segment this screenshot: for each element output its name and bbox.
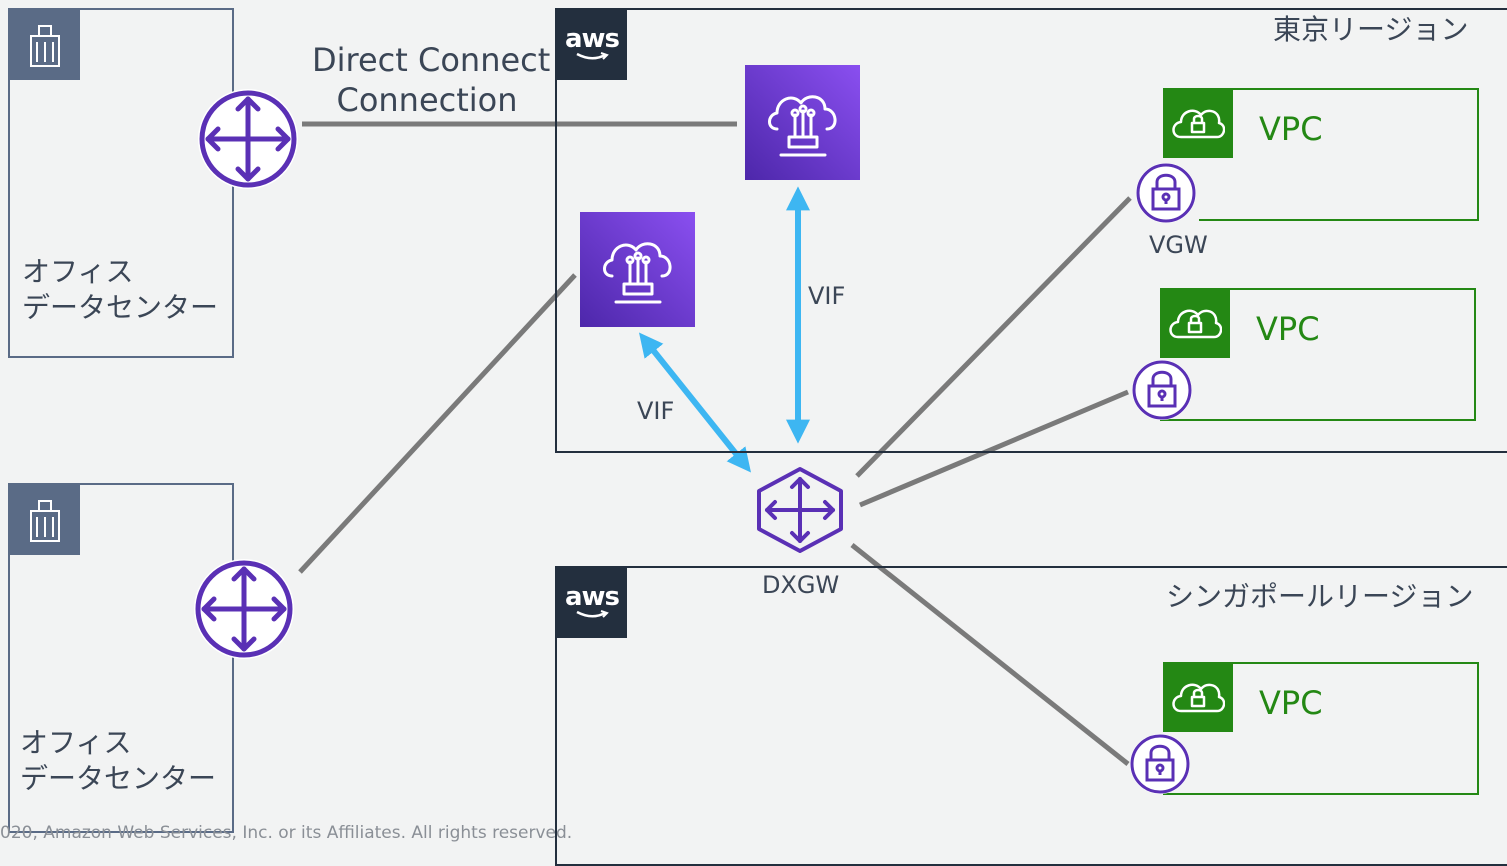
dxgw-label: DXGW <box>762 571 840 599</box>
singapore-region-label: シンガポールリージョン <box>1166 580 1474 613</box>
office-datacenter-1 <box>8 8 234 358</box>
tokyo-region-label: 東京リージョン <box>1273 13 1469 46</box>
dxgw-to-vgw2-line <box>859 389 1129 508</box>
direct-connect-icon <box>580 212 695 327</box>
datacenter-1-label-line2: データセンター <box>22 291 219 324</box>
vpc-2: VPC <box>1160 288 1476 421</box>
vgw-label: VGW <box>1149 231 1208 259</box>
vpc-cloud-icon <box>1163 88 1233 158</box>
vpc-1-label: VPC <box>1259 110 1323 148</box>
vif-arrow-1 <box>639 332 751 473</box>
datacenter-2-label-line2: データセンター <box>20 762 217 795</box>
building-icon <box>10 485 80 555</box>
vpc-cloud-icon <box>1160 288 1230 358</box>
vpn-gateway-icon <box>1132 360 1192 420</box>
copyright-text: 020, Amazon Web Services, Inc. or its Af… <box>0 823 573 843</box>
tokyo-region: aws <box>555 8 1507 453</box>
aws-logo: aws <box>557 568 627 638</box>
router-icon <box>198 89 298 189</box>
office-datacenter-2 <box>8 483 234 833</box>
dxgw-to-vgw1-line <box>855 196 1132 478</box>
vpn-gateway-icon <box>1136 163 1196 223</box>
datacenter-2-label-line1: オフィス <box>20 726 132 759</box>
dc2-to-dx-line <box>298 273 577 574</box>
dxgw-to-vgw3-line <box>850 543 1130 766</box>
direct-connect-label-line1: Direct Connect <box>312 41 551 79</box>
vpc-1: VPC <box>1163 88 1479 221</box>
datacenter-1-label-line1: オフィス <box>22 255 134 288</box>
direct-connect-icon <box>745 65 860 180</box>
dx-gateway-icon <box>757 467 843 553</box>
router-icon <box>194 559 294 659</box>
building-icon <box>10 10 80 80</box>
vif-label-1: VIF <box>637 397 675 425</box>
vpc-3-label: VPC <box>1259 684 1323 722</box>
direct-connect-label-line2: Connection <box>336 81 518 119</box>
vpn-gateway-icon <box>1130 734 1190 794</box>
vpc-2-label: VPC <box>1256 310 1320 348</box>
vpc-3: VPC <box>1163 662 1479 795</box>
aws-logo: aws <box>557 10 627 80</box>
vif-label-2: VIF <box>808 282 846 310</box>
vpc-cloud-icon <box>1163 662 1233 732</box>
